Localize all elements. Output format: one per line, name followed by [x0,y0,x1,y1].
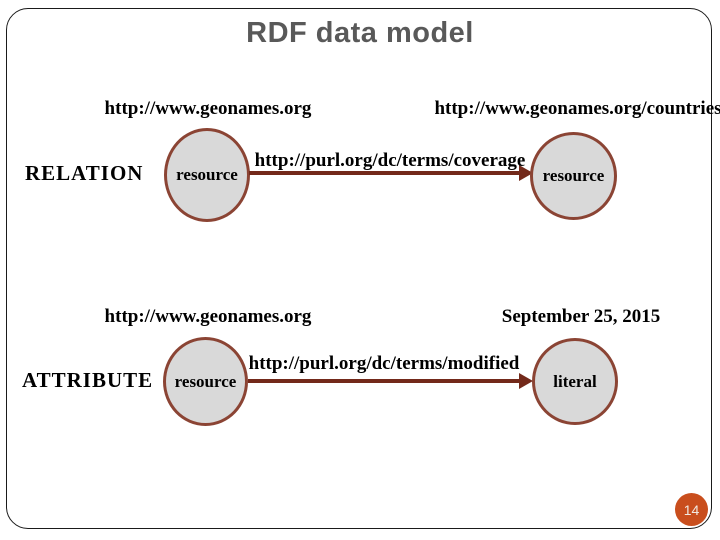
slide-border [6,8,712,529]
page-number-badge: 14 [675,493,708,526]
attribute-object-value: September 25, 2015 [501,306,661,327]
attribute-arrowhead-icon [519,373,533,389]
attribute-subject-uri: http://www.geonames.org [104,306,312,327]
attribute-subject-node: resource [163,337,248,426]
relation-predicate-label: http://purl.org/dc/terms/coverage [254,150,526,171]
relation-subject-node: resource [164,128,250,222]
page-title: RDF data model [246,17,474,49]
attribute-object-node-label: literal [553,371,597,391]
relation-subject-uri: http://www.geonames.org [104,98,312,119]
relation-object-node: resource [530,132,617,220]
attribute-arrow-line [248,379,521,383]
attribute-object-node: literal [532,338,618,425]
relation-subject-node-label: resource [176,165,238,184]
relation-object-uri: http://www.geonames.org/countries [434,98,720,119]
row-label-attribute: ATTRIBUTE [22,368,154,392]
attribute-predicate-label: http://purl.org/dc/terms/modified [248,353,520,374]
relation-arrowhead-icon [519,165,533,181]
relation-object-node-label: resource [542,166,605,185]
row-label-relation: RELATION [25,161,144,185]
relation-arrow-line [249,171,521,175]
attribute-subject-node-label: resource [174,371,237,391]
page-number: 14 [683,501,700,518]
